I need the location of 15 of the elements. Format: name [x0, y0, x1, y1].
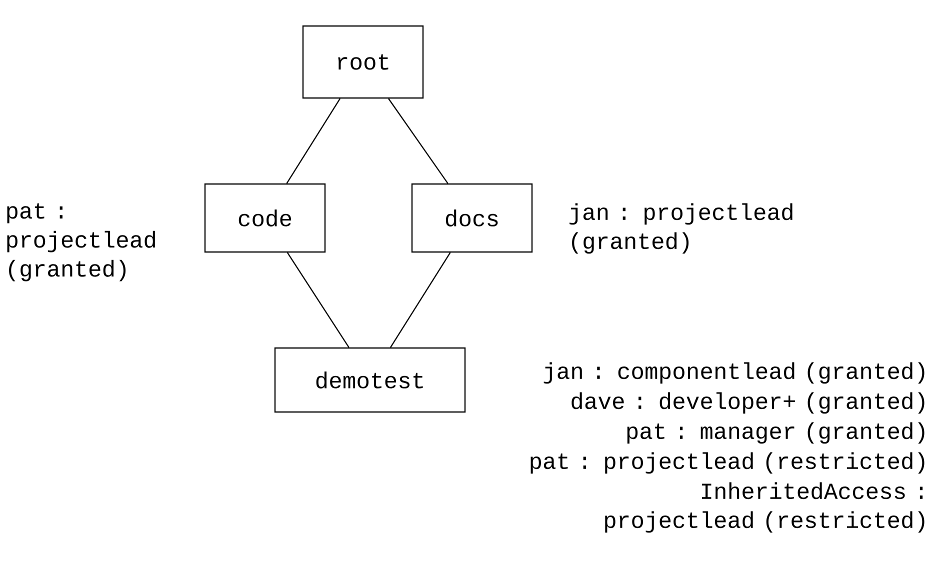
- node-box: root: [302, 25, 424, 99]
- connector-line: [286, 252, 350, 348]
- connector-line: [388, 98, 448, 184]
- access-label: pat : manager (granted): [627, 422, 924, 444]
- access-label: dave : developer+ (granted): [572, 392, 924, 414]
- node-box: demotest: [274, 347, 466, 413]
- access-label: pat : projectlead (granted): [7, 203, 155, 282]
- node-box: docs: [411, 183, 533, 253]
- access-label: jan : componentlead (granted): [544, 362, 924, 384]
- access-label: InheritedAccess : projectlead (restricted): [605, 482, 924, 533]
- node-box: code: [204, 183, 326, 253]
- connector-line: [390, 252, 451, 348]
- connector-line: [286, 98, 341, 184]
- access-label: pat : projectlead (restricted): [530, 452, 924, 474]
- access-label: jan : projectlead (granted): [570, 203, 792, 254]
